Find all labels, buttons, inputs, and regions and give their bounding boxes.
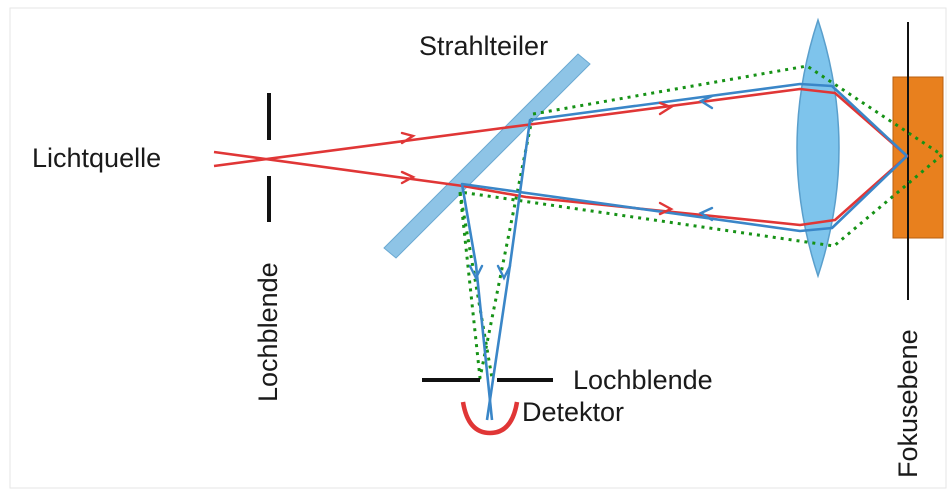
label-light-source: Lichtquelle bbox=[32, 143, 161, 173]
label-focal-plane: Fokusebene bbox=[893, 329, 923, 478]
illumination-rays bbox=[213, 87, 909, 227]
diagram-frame bbox=[9, 7, 947, 489]
detector-cup-icon bbox=[460, 401, 520, 436]
label-pinhole-left: Lochblende bbox=[253, 262, 283, 402]
return-ray-lower bbox=[460, 155, 908, 421]
label-beam-splitter: Strahlteiler bbox=[419, 31, 548, 61]
arrow-red-upper-left bbox=[400, 131, 416, 145]
label-pinhole-bottom: Lochblende bbox=[573, 365, 713, 395]
arrow-blue-down-right bbox=[496, 264, 512, 281]
label-detector: Detektor bbox=[522, 397, 624, 427]
arrow-red-upper-right bbox=[658, 101, 674, 116]
arrow-blue-upper bbox=[698, 94, 714, 110]
arrow-blue-down-left bbox=[468, 264, 484, 281]
arrow-red-lower-right bbox=[658, 201, 674, 216]
arrow-red-lower-left bbox=[400, 170, 416, 185]
sample-block bbox=[892, 76, 944, 239]
return-ray-upper bbox=[485, 82, 908, 421]
arrow-blue-lower bbox=[698, 206, 714, 222]
